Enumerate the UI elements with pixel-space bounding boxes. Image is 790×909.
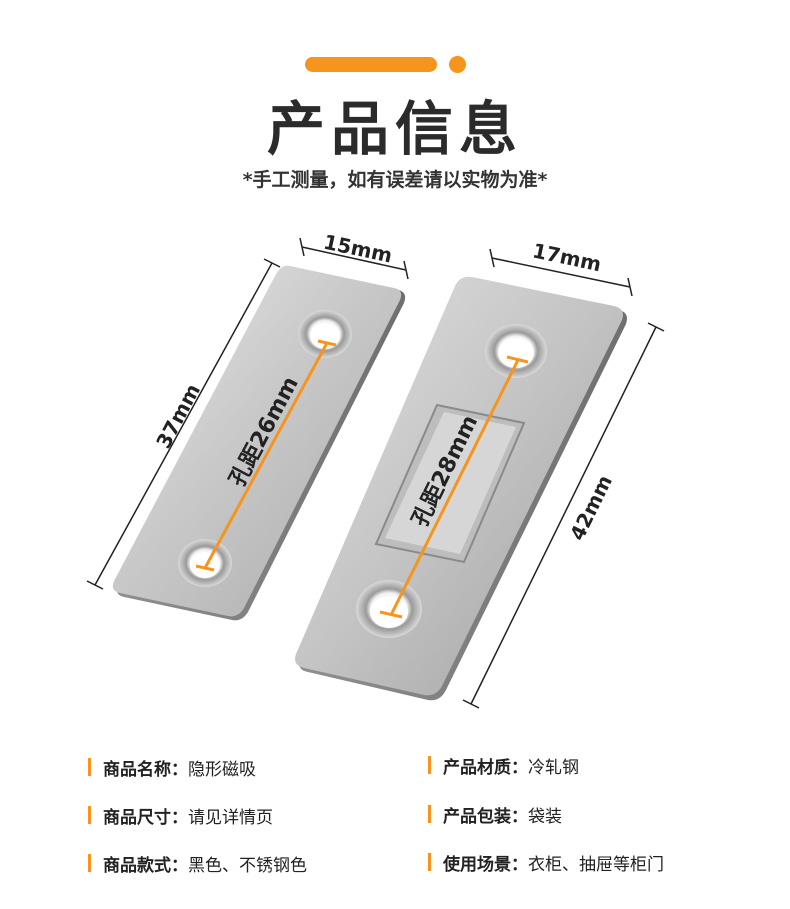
spec-label: 商品名称： (103, 759, 188, 780)
spec-marker (428, 853, 431, 871)
spec-label: 使用场景： (443, 854, 528, 875)
spec-label: 商品尺寸： (103, 807, 188, 828)
right-plate-width-label: 17mm (530, 238, 603, 276)
spec-label: 产品包装： (443, 806, 528, 827)
header-accent-dot (449, 56, 466, 73)
right-plate-height-label: 42mm (565, 471, 617, 544)
page-title: 产品信息 (266, 95, 523, 163)
right-plate (295, 276, 627, 701)
spec-value: 冷轧钢 (528, 757, 579, 778)
spec-label: 产品材质： (443, 757, 528, 778)
spec-item-usage: 使用场景： 衣柜、抽屉等柜门 (428, 847, 664, 877)
product-figure: 15mm 37mm 孔距26mm 17mm 42mm 孔距28mm (86, 230, 665, 709)
spec-item-style: 商品款式： 黑色、不锈钢色 (88, 848, 307, 878)
page-subtitle: *手工测量，如有误差请以实物为准* (242, 169, 548, 191)
right-plate-dimensions (462, 248, 665, 709)
spec-marker (88, 854, 91, 872)
spec-item-material: 产品材质： 冷轧钢 (428, 750, 579, 780)
spec-item-packaging: 产品包装： 袋装 (428, 799, 562, 829)
spec-value: 黑色、不锈钢色 (188, 855, 307, 876)
header-accent-bar (305, 57, 437, 72)
spec-item-name: 商品名称： 隐形磁吸 (88, 752, 256, 782)
left-plate-dimensions (86, 237, 409, 590)
spec-value: 请见详情页 (188, 807, 273, 828)
spec-value: 隐形磁吸 (188, 759, 256, 780)
spec-value: 袋装 (528, 806, 562, 827)
spec-value: 衣柜、抽屉等柜门 (528, 854, 664, 875)
spec-label: 商品款式： (103, 855, 188, 876)
left-plate (112, 265, 406, 621)
spec-marker (428, 756, 431, 774)
spec-marker (428, 805, 431, 823)
spec-marker (88, 806, 91, 824)
left-plate-width-label: 15mm (321, 230, 394, 268)
spec-marker (88, 758, 91, 776)
spec-item-size: 商品尺寸： 请见详情页 (88, 800, 273, 830)
